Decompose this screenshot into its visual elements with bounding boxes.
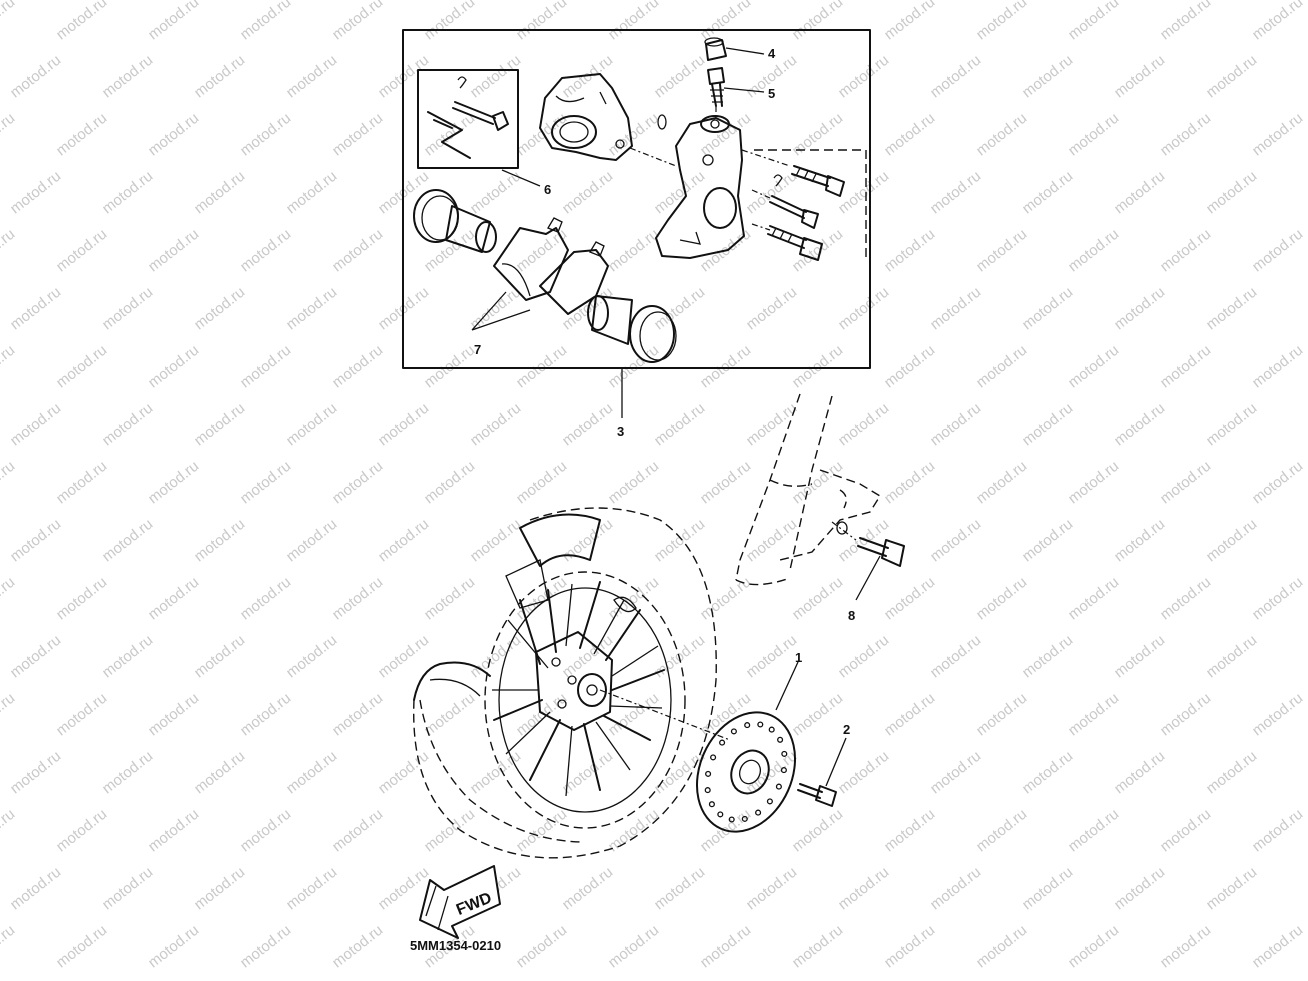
caliper-pin-upper [791,165,845,197]
disc-vent-hole [781,750,788,757]
piston-seal-set-left [413,189,497,253]
caliper-pin-middle [769,174,819,229]
front-wheel-part [413,507,731,859]
disc-vent-hole [757,721,764,728]
disc-vent-hole [741,815,748,822]
caliper-detail-frame [402,29,871,369]
callout-label-4: 4 [768,46,776,61]
disc-bolt-part [797,783,837,807]
disc-vent-hole [708,801,715,808]
disc-vent-hole [780,767,787,774]
fwd-arrow: FWD [419,865,501,939]
diagram-code: 5MM1354-0210 [410,938,501,953]
disc-vent-hole [730,728,737,735]
bleed-screw-part [707,67,725,107]
disc-vent-hole [704,787,711,794]
bolt-kit-inset [417,69,519,169]
callout-label-6: 6 [544,182,551,197]
callout-label-3: 3 [617,424,624,439]
caliper-pin-lower [767,225,823,261]
brake-disc-part [695,711,797,833]
disc-vent-hole [719,739,726,746]
disc-vent-hole [777,736,784,743]
caliper-bracket-part [539,73,667,161]
disc-vent-hole [775,783,782,790]
front-fork-outline [735,393,881,586]
disc-vent-hole [768,726,775,733]
disc-vent-hole [705,770,712,777]
disc-vent-hole [755,809,762,816]
caliper-body-part [655,115,745,259]
bleed-cap-part [704,37,727,61]
disc-vent-hole [717,811,724,818]
brake-pads-part [493,217,609,315]
disc-vent-hole [728,816,735,823]
callout-label-7: 7 [474,342,481,357]
callout-label-5: 5 [768,86,775,101]
piston-seal-set-right [587,295,677,363]
caliper-mount-bolt-part [831,521,905,567]
callout-label-1: 1 [795,650,802,665]
disc-vent-hole [710,754,717,761]
disc-vent-hole [766,798,773,805]
callout-label-8: 8 [848,608,855,623]
disc-vent-hole [744,722,751,729]
callout-label-2: 2 [843,722,850,737]
